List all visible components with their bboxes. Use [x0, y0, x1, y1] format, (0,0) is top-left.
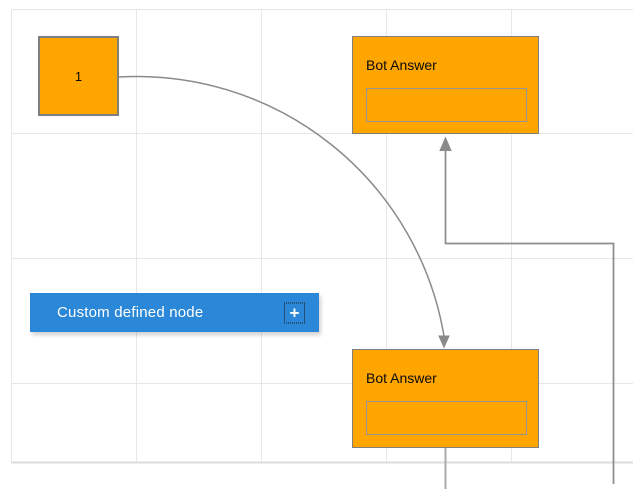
bot-answer-input[interactable]: [366, 88, 527, 122]
node-title: Bot Answer: [366, 370, 437, 386]
arrowhead-down-icon: [438, 335, 450, 349]
node-title: Bot Answer: [366, 57, 437, 73]
node-start[interactable]: 1: [38, 36, 119, 116]
connector-curved[interactable]: [118, 75, 450, 349]
custom-defined-node-button[interactable]: Custom defined node +: [30, 293, 319, 332]
node-bot-answer-bottom[interactable]: Bot Answer: [352, 349, 539, 448]
node-start-label: 1: [74, 68, 83, 84]
add-node-icon[interactable]: +: [284, 302, 305, 323]
node-bot-answer-top[interactable]: Bot Answer: [352, 36, 539, 134]
arrowhead-up-icon: [439, 136, 452, 151]
connector-orthogonal[interactable]: [439, 136, 615, 485]
custom-defined-node-label: Custom defined node: [57, 304, 204, 321]
bot-answer-input[interactable]: [366, 401, 527, 435]
